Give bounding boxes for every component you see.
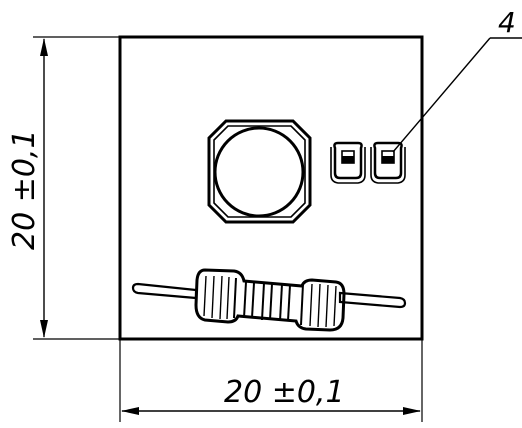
led-right (370, 141, 406, 184)
led-pair (330, 141, 406, 184)
led-left (330, 141, 366, 184)
resistor-body (194, 268, 346, 332)
callout-number: 4 (498, 6, 516, 39)
resistor-component (131, 268, 407, 332)
resistor-lead-left (131, 282, 198, 300)
leader-line (392, 37, 491, 153)
callout-leader: 4 (392, 6, 522, 153)
width-dimension-label: 20 ±0,1 (224, 375, 345, 410)
resistor-lead-right (338, 291, 407, 309)
height-dimension: 20 ±0,1 (7, 36, 120, 340)
board-outline (118, 35, 424, 341)
capacitor-top-circle (213, 126, 305, 218)
capacitor-component (207, 119, 312, 224)
height-dimension-label: 20 ±0,1 (7, 129, 42, 250)
width-dimension: 20 ±0,1 (119, 339, 423, 422)
capacitor-inner-octagon (213, 125, 306, 218)
capacitor-body-octagon (207, 119, 312, 224)
